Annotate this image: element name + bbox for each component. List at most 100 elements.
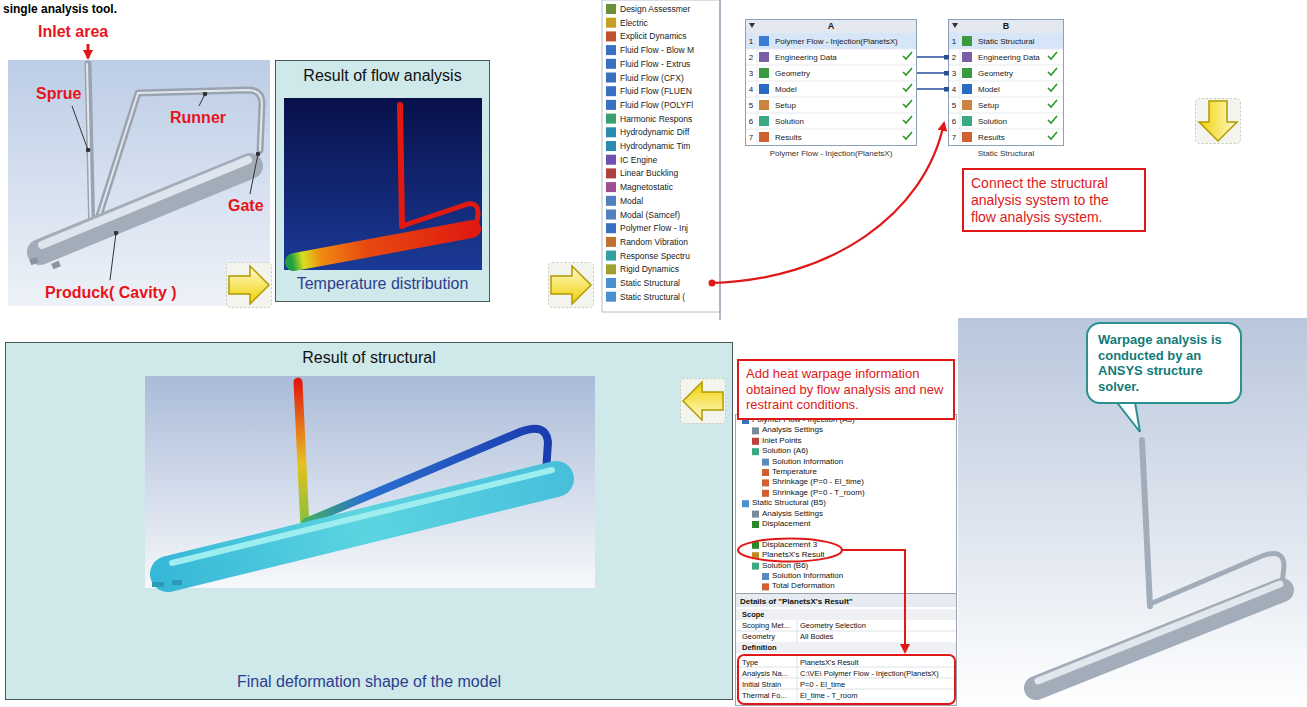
toolbox-item: Response Spectru	[620, 250, 690, 262]
system-cell: 3Geometry	[948, 65, 1064, 81]
toolbox-item: Magnetostatic	[620, 181, 673, 193]
tree-item: Total Deformation	[772, 581, 835, 591]
toolbox-item: Fluid Flow (POLYFl	[620, 99, 693, 111]
cell-name: Engineering Data	[775, 53, 837, 62]
details-cell: Type	[742, 657, 758, 668]
link-line	[917, 72, 948, 74]
cell-number: 4	[948, 85, 960, 94]
part-label: Inlet area	[38, 22, 108, 41]
system-block: BStatic Structural1Static Structural2Eng…	[948, 19, 1064, 158]
system-caption: Polymer Flow - Injection(PlanetsX)	[745, 149, 917, 158]
tree-panel	[736, 415, 957, 706]
cell-name: Setup	[775, 101, 796, 110]
details-cell: Analysis Na...	[742, 668, 788, 679]
system-cell: 7 Results	[745, 129, 917, 145]
cell-name: Solution	[775, 117, 804, 126]
system-block-frames	[746, 20, 1064, 146]
toolbox-item: Electric	[620, 17, 648, 29]
system-cell: 2Engineering Data	[948, 49, 1064, 65]
tree-item: Solution Information	[772, 571, 843, 581]
panel-title: Result of flow analysis	[303, 67, 461, 85]
toolbox-item: Static Structural (	[620, 291, 685, 303]
toolbox-item: Linear Buckling	[620, 167, 678, 179]
cell-name: Model	[775, 85, 797, 94]
cell-name: Geometry	[775, 69, 810, 78]
tree-item: Static Structural (B5)	[752, 498, 826, 508]
cell-number: 2	[745, 53, 757, 62]
toolbox-item: Explicit Dynamics	[620, 30, 687, 42]
panel-title: Result of structural	[302, 349, 435, 367]
system-cell: 4 Model	[948, 81, 1064, 97]
toolbox-item: Static Structural	[620, 277, 680, 289]
structural-result-picture	[5, 342, 733, 700]
part-label: Produck( Cavity )	[45, 283, 177, 302]
cell-name: Results	[775, 133, 802, 142]
tree-item: Shrinkage (P=0 - T_room)	[772, 488, 865, 498]
cell-number: 5	[948, 101, 960, 110]
callout-box: Connect the structural analysis system t…	[962, 168, 1146, 232]
cell-number: 6	[745, 117, 757, 126]
tree-item: Solution Information	[772, 457, 843, 467]
cell-number: 3	[948, 69, 960, 78]
part-label: Sprue	[36, 84, 81, 103]
toolbox-item: Hydrodynamic Diff	[620, 126, 689, 138]
tree-item: Analysis Settings	[762, 509, 823, 519]
system-cell: 3 Geometry	[745, 65, 917, 81]
cell-number: 1	[745, 37, 757, 46]
cell-name: Polymer Flow - Injection(PlanetsX)	[775, 37, 898, 46]
system-block: APolymer Flow - Injection(PlanetsX)1Poly…	[745, 19, 917, 158]
system-cell: 7Results	[948, 129, 1064, 145]
tree-item: PlanetsX's Result	[762, 550, 824, 560]
link-line	[917, 88, 948, 90]
toolbox-item: Random Vibration	[620, 236, 688, 248]
system-cell: 5 Setup	[745, 97, 917, 113]
cell-name: Model	[978, 85, 1000, 94]
callout-text: Connect the structural analysis system t…	[971, 175, 1137, 225]
details-cell: Definition	[742, 642, 777, 653]
cell-number: 6	[948, 117, 960, 126]
toolbox-panel	[602, 0, 720, 320]
toolbox-item: Modal (Samcef)	[620, 209, 680, 221]
details-cell: Scoping Met...	[742, 620, 790, 631]
details-cell: C:\VE\ Polymer Flow - Injection(PlanetsX…	[800, 668, 939, 679]
system-header: A	[745, 19, 917, 33]
tree-item: Displacement 3	[762, 540, 817, 550]
system-cell: 1 Polymer Flow - Injection(PlanetsX)	[745, 33, 917, 49]
link-line	[917, 56, 948, 58]
system-cell: 6 Solution	[948, 113, 1064, 129]
details-cell: All Bodies	[800, 631, 833, 642]
details-cell: Initial Strain	[742, 679, 781, 690]
details-cell: PlanetsX's Result	[800, 657, 859, 668]
cell-number: 4	[745, 85, 757, 94]
system-cell: 4 Model	[745, 81, 917, 97]
details-cell: Scope	[742, 609, 765, 620]
part-label: Runner	[170, 108, 226, 127]
tree-item: Analysis Settings	[762, 425, 823, 435]
tree-item: Inlet Points	[762, 436, 802, 446]
toolbox-item: Polymer Flow - Inj	[620, 222, 688, 234]
cell-number: 7	[745, 133, 757, 142]
bubble-text: Warpage analysis is conducted by an ANSY…	[1098, 332, 1230, 394]
cell-name: Static Structural	[978, 37, 1034, 46]
right-model-picture	[958, 318, 1307, 707]
cell-number: 1	[948, 37, 960, 46]
speech-bubble: Warpage analysis is conducted by an ANSY…	[1086, 322, 1242, 404]
cell-name: Results	[978, 133, 1005, 142]
result-panel: Result of structuralFinal deformation sh…	[5, 342, 733, 700]
tree-item: Displacement	[762, 519, 810, 529]
cell-number: 5	[745, 101, 757, 110]
details-cell: Details of "PlanetsX's Result"	[740, 596, 853, 607]
tree-item: Solution (A6)	[762, 446, 808, 456]
toolbox-item: Modal	[620, 195, 643, 207]
panel-caption: Final deformation shape of the model	[237, 673, 501, 691]
toolbox-item: IC Engine	[620, 154, 657, 166]
details-cell: Geometry Selection	[800, 620, 866, 631]
system-header: B	[948, 19, 1064, 33]
part-label: Gate	[228, 196, 264, 215]
cell-name: Solution	[978, 117, 1007, 126]
toolbox-item: Fluid Flow (CFX)	[620, 72, 684, 84]
system-cell: 2 Engineering Data	[745, 49, 917, 65]
cell-number: 3	[745, 69, 757, 78]
toolbox-item: Fluid Flow - Blow M	[620, 44, 694, 56]
toolbox-item: Harmonic Respons	[620, 113, 692, 125]
